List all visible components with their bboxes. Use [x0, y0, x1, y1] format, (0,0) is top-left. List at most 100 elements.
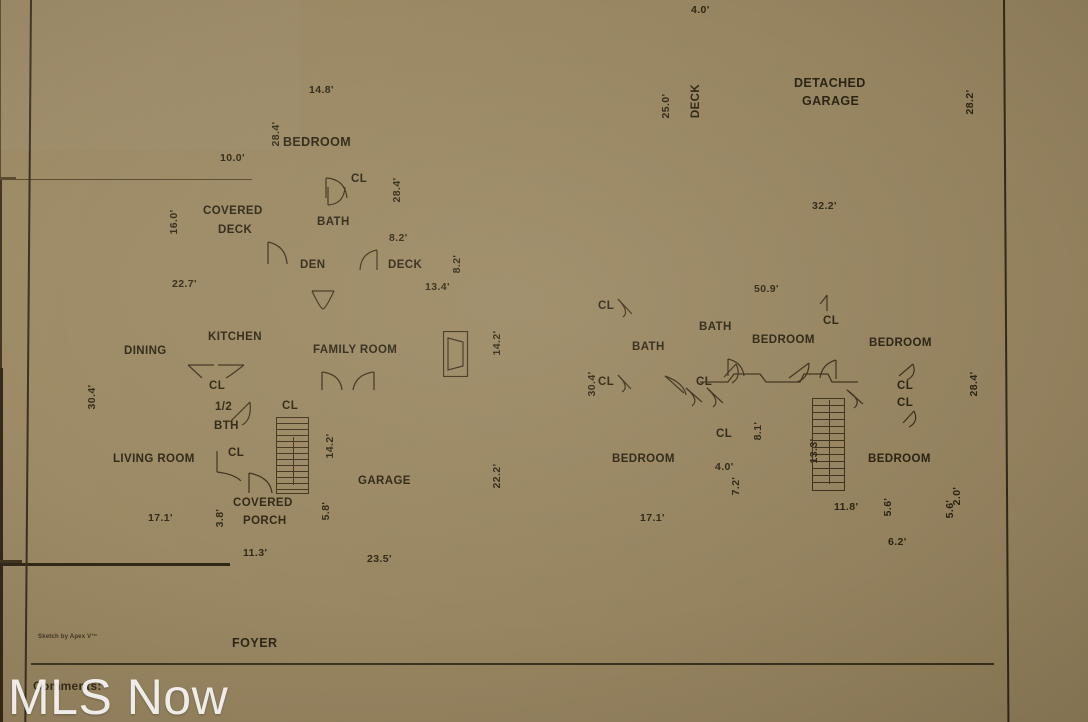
ff-porch-left-dim: 3.8': [214, 508, 226, 528]
ff-living-bottom-dim: 17.1': [148, 512, 173, 524]
deck-dim-top-tick: [0, 177, 16, 178]
sf-bottom-mid-dim: 11.8': [834, 501, 859, 513]
ff-den-entry-door-icon: [310, 290, 336, 312]
deck-dim-bottom-tick: [0, 178, 16, 179]
sf-notch-far-dim: 2.0': [951, 486, 963, 506]
ff-halfbath-label-1: 1/2: [215, 401, 233, 413]
sketch-credit: Sketch by Apex V™: [38, 634, 98, 640]
foyer-label: FOYER: [232, 636, 278, 650]
sf-hall-jog-line: [700, 370, 860, 396]
ff-stairs-dim: 14.2': [324, 433, 336, 459]
ff-garage-bottom-dim: 23.5': [367, 553, 392, 565]
ff-garage-label: GARAGE: [358, 475, 411, 487]
sf-bath1-cl1-door-icon: [617, 298, 639, 320]
sf-bath1-cl1-label: CL: [598, 300, 615, 312]
sf-bath2-cl-door-icon: [722, 363, 748, 389]
deck-right-wall: [0, 368, 4, 560]
sf-bedroom1-label: BEDROOM: [752, 334, 815, 346]
ff-kitchen-cl-label: CL: [209, 380, 226, 392]
detached-deck-label: DECK: [690, 83, 702, 119]
ff-covered-deck-label-2: DECK: [218, 224, 253, 236]
deck-top-wall: [0, 560, 22, 562]
sf-right-cl1-label: CL: [897, 380, 914, 392]
sf-bath1-label: BATH: [632, 341, 665, 353]
ff-halfbath-door-icon: [228, 400, 254, 428]
detached-garage-label-line2: GARAGE: [802, 94, 860, 108]
ff-porch-bottom-dim: 11.3': [243, 547, 268, 559]
sf-bath1-hall-door-icon: [664, 375, 692, 399]
sf-left-dim: 30.4': [586, 371, 598, 397]
sf-cl-left-dim: 7.2': [730, 476, 742, 496]
ff-cd-top-dim: 10.0': [220, 152, 245, 164]
ff-garage-entry-door-icon: [320, 370, 346, 392]
sf-mid-left-dim: 8.1': [752, 421, 764, 441]
ff-den-label: DEN: [300, 259, 326, 271]
ff-small-deck-door-icon: [357, 248, 381, 274]
ff-right-dim: 22.2': [491, 463, 503, 489]
sf-bath1-cl2-door-icon: [617, 374, 639, 396]
ff-porch-label-2: PORCH: [243, 515, 287, 527]
ff-cd-bottom-dim: 22.7': [172, 278, 197, 290]
sf-right-cl1-door-icon: [897, 363, 923, 385]
ff-bedroom-left-dim: 28.4': [270, 121, 282, 147]
ff-bedroom-cl-door-icon: [325, 176, 351, 200]
detached-garage-right-dim: 28.2': [964, 89, 976, 115]
detached-deck-height-dim: 25.0': [660, 93, 672, 119]
ff-kitchen-cl-door-icon: [186, 362, 248, 380]
ff-kitchen-label: KITCHEN: [208, 331, 262, 343]
mls-now-watermark: MLS Now: [8, 669, 229, 722]
ff-bath-label: BATH: [317, 216, 350, 228]
detached-garage-right-wall: [0, 565, 4, 722]
sf-bedroom4-door-icon: [845, 388, 871, 412]
sf-bedroom1-cl-door-icon: [818, 294, 838, 316]
ff-halfbath-label-2: BTH: [214, 420, 239, 432]
sf-bedroom3-bottom-dim: 17.1': [640, 512, 665, 524]
ff-family-garage-door-icon: [350, 370, 376, 392]
ff-bay-window-icon: [442, 330, 473, 382]
sf-bedroom3-door-icon: [684, 386, 710, 410]
ff-garage-left-dim: 5.8': [320, 501, 332, 521]
ff-stair-cl-label: CL: [282, 400, 299, 412]
detached-garage-label-line1: DETACHED: [794, 76, 866, 90]
ff-covered-deck-door-icon: [266, 240, 290, 268]
detached-garage-top-wall: [0, 562, 230, 566]
sf-notch-bottom-dim: 6.2': [888, 536, 907, 548]
ff-dining-label: DINING: [124, 345, 167, 357]
sf-bath1-cl2-label: CL: [598, 376, 615, 388]
sf-staircase: [812, 398, 845, 491]
ff-family-room-label: FAMILY ROOM: [313, 344, 398, 356]
ff-staircase: [276, 417, 309, 494]
ff-lower-cl-door-icon: [214, 450, 244, 484]
ff-bedroom-cl-label: CL: [351, 173, 368, 185]
sf-bedroom4-label: BEDROOM: [868, 453, 931, 465]
ff-covered-deck-label-1: COVERED: [203, 205, 263, 217]
ff-porch-label-1: COVERED: [233, 497, 293, 509]
deck-bottom-wall: [0, 561, 22, 563]
ff-family-right-dim: 14.2': [491, 330, 503, 356]
sf-hall-door-icon: [816, 358, 844, 382]
ff-cd-left-dim: 16.0': [168, 209, 180, 235]
sheet-divider-bottom: [31, 663, 994, 665]
ff-bath-door-icon: [326, 186, 348, 208]
ff-lower-cl-label: CL: [228, 447, 245, 459]
ff-small-deck-top-dim: 8.2': [389, 232, 408, 244]
sf-right-dim: 28.4': [968, 371, 980, 397]
ff-left-dim: 30.4': [86, 384, 98, 410]
sf-cl-bottom-dim: 4.0': [715, 461, 734, 473]
sf-notch-left-dim: 5.6': [882, 497, 894, 517]
deck-dim-bottom-line: [0, 179, 252, 180]
ff-living-room-label: LIVING ROOM: [113, 453, 195, 465]
sf-bedroom1-door-icon: [785, 362, 813, 386]
sf-top-dim: 50.9': [754, 283, 779, 295]
sf-bedroom2-label: BEDROOM: [869, 337, 932, 349]
detached-deck-width-dim: 4.0': [691, 4, 710, 16]
ff-bedroom-top-dim: 14.8': [309, 84, 334, 96]
ff-small-deck-bottom-dim: 13.4': [425, 281, 450, 293]
deck-left-wall: [0, 180, 2, 368]
deck-dim-left: [0, 0, 1, 177]
sf-bath2-label: BATH: [699, 321, 732, 333]
ff-front-door-icon: [246, 470, 276, 496]
sf-bedroom3-label: BEDROOM: [612, 453, 675, 465]
ff-small-deck-right-dim: 8.2': [451, 254, 463, 274]
ff-bedroom-right-dim: 28.4': [391, 177, 403, 203]
